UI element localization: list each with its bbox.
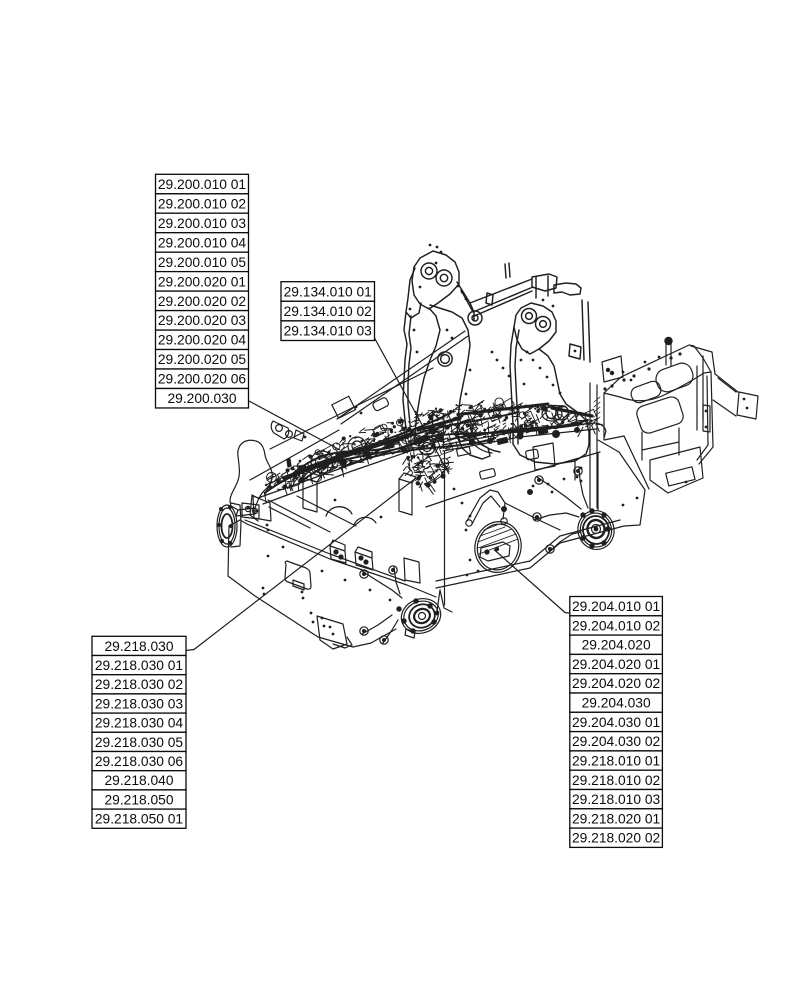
svg-text:29.218.050: 29.218.050 xyxy=(104,792,173,807)
svg-text:29.200.010 05: 29.200.010 05 xyxy=(158,255,247,270)
svg-text:29.200.010 04: 29.200.010 04 xyxy=(158,235,247,250)
svg-text:29.204.030 01: 29.204.030 01 xyxy=(572,715,660,730)
svg-text:29.218.030 02: 29.218.030 02 xyxy=(95,677,183,692)
svg-text:29.204.020 02: 29.204.020 02 xyxy=(572,676,660,691)
svg-text:29.218.030 03: 29.218.030 03 xyxy=(95,696,184,711)
svg-text:29.218.030: 29.218.030 xyxy=(104,639,173,654)
svg-text:29.200.020 06: 29.200.020 06 xyxy=(158,372,247,387)
svg-text:29.204.030 02: 29.204.030 02 xyxy=(572,734,660,749)
svg-text:29.134.010 02: 29.134.010 02 xyxy=(284,304,372,319)
svg-text:29.218.010 03: 29.218.010 03 xyxy=(572,792,661,807)
svg-text:29.204.030: 29.204.030 xyxy=(582,696,651,711)
svg-text:29.218.030 05: 29.218.030 05 xyxy=(95,735,184,750)
svg-text:29.218.050 01: 29.218.050 01 xyxy=(95,812,183,827)
svg-text:29.218.030 04: 29.218.030 04 xyxy=(95,716,184,731)
svg-text:29.218.040: 29.218.040 xyxy=(104,773,173,788)
svg-text:29.200.020 02: 29.200.020 02 xyxy=(158,294,246,309)
svg-text:29.134.010 03: 29.134.010 03 xyxy=(284,324,373,339)
svg-text:29.200.020 04: 29.200.020 04 xyxy=(158,333,247,348)
svg-text:29.200.010 02: 29.200.010 02 xyxy=(158,196,246,211)
svg-text:29.200.010 03: 29.200.010 03 xyxy=(158,216,247,231)
svg-text:29.218.030 06: 29.218.030 06 xyxy=(95,754,184,769)
svg-text:29.204.020 01: 29.204.020 01 xyxy=(572,657,660,672)
svg-text:29.200.020 03: 29.200.020 03 xyxy=(158,313,247,328)
svg-text:29.218.020 02: 29.218.020 02 xyxy=(572,831,660,846)
svg-text:29.218.020 01: 29.218.020 01 xyxy=(572,811,660,826)
svg-text:29.204.010 02: 29.204.010 02 xyxy=(572,618,660,633)
svg-text:29.200.010 01: 29.200.010 01 xyxy=(158,177,246,192)
svg-text:29.200.020 01: 29.200.020 01 xyxy=(158,274,246,289)
svg-text:29.218.010 02: 29.218.010 02 xyxy=(572,773,660,788)
svg-text:29.204.020: 29.204.020 xyxy=(582,638,651,653)
svg-text:29.218.030 01: 29.218.030 01 xyxy=(95,658,183,673)
svg-text:29.200.020 05: 29.200.020 05 xyxy=(158,352,247,367)
svg-text:29.134.010 01: 29.134.010 01 xyxy=(284,284,372,299)
svg-text:29.200.030: 29.200.030 xyxy=(167,391,236,406)
svg-text:29.218.010 01: 29.218.010 01 xyxy=(572,753,660,768)
svg-text:29.204.010 01: 29.204.010 01 xyxy=(572,599,660,614)
